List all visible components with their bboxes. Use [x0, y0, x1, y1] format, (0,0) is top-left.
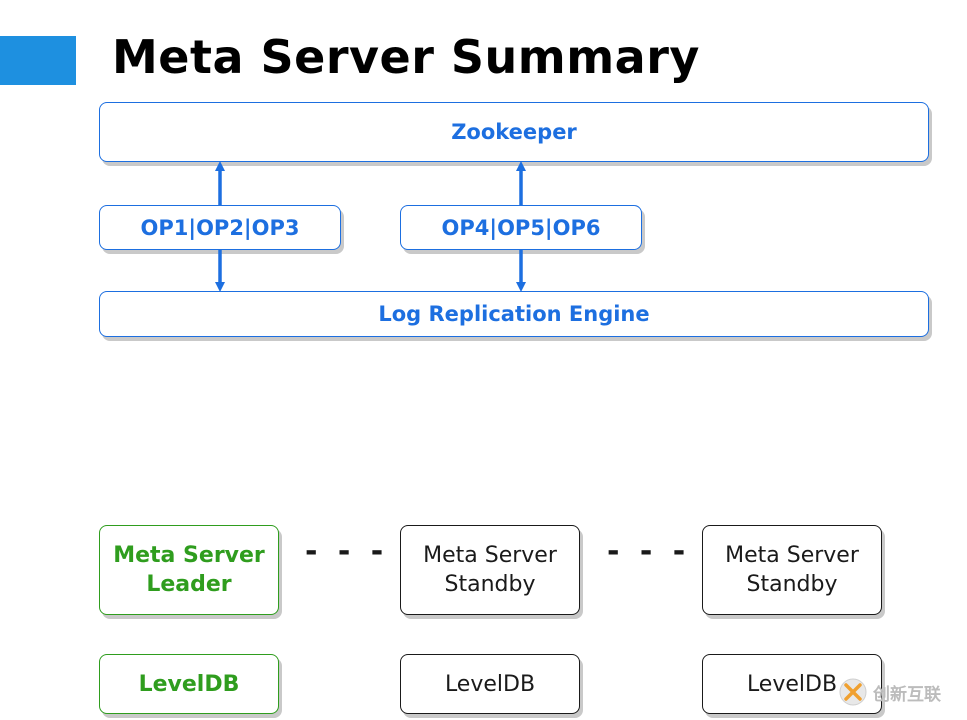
ops-label-right: OP4|OP5|OP6 — [441, 215, 601, 240]
zookeeper-box: Zookeeper — [99, 102, 929, 162]
watermark-text: 创新互联 — [873, 684, 941, 705]
zookeeper-label: Zookeeper — [451, 120, 577, 144]
meta-server-standby-box-2: Meta Server Standby — [702, 525, 882, 615]
ops-label-left: OP1|OP2|OP3 — [140, 215, 300, 240]
server-line1: Meta Server — [725, 543, 859, 568]
server-line1: Meta Server — [113, 543, 265, 568]
server-line2: Standby — [746, 572, 838, 597]
log-replication-engine-box: Log Replication Engine — [99, 291, 929, 337]
log-replication-engine-label: Log Replication Engine — [378, 302, 650, 326]
meta-server-leader-box: Meta Server Leader — [99, 525, 279, 615]
meta-server-standby-box-1: Meta Server Standby — [400, 525, 580, 615]
page-title: Meta Server Summary — [112, 30, 700, 84]
watermark: 创新互联 — [838, 674, 962, 710]
server-line2: Standby — [444, 572, 536, 597]
leveldb-label: LevelDB — [746, 671, 838, 697]
leveldb-label: LevelDB — [138, 671, 240, 697]
ops-box-right: OP4|OP5|OP6 — [400, 205, 642, 250]
server-line1: Meta Server — [423, 543, 557, 568]
ellipsis-right: - - - — [607, 534, 691, 569]
accent-bar — [0, 36, 76, 85]
server-line2: Leader — [146, 572, 232, 597]
logo-icon — [839, 678, 867, 706]
ops-box-left: OP1|OP2|OP3 — [99, 205, 341, 250]
leveldb-label: LevelDB — [444, 671, 536, 697]
leveldb-box-standby-1: LevelDB — [400, 654, 580, 714]
leveldb-box-leader: LevelDB — [99, 654, 279, 714]
ellipsis-left: - - - — [305, 534, 389, 569]
